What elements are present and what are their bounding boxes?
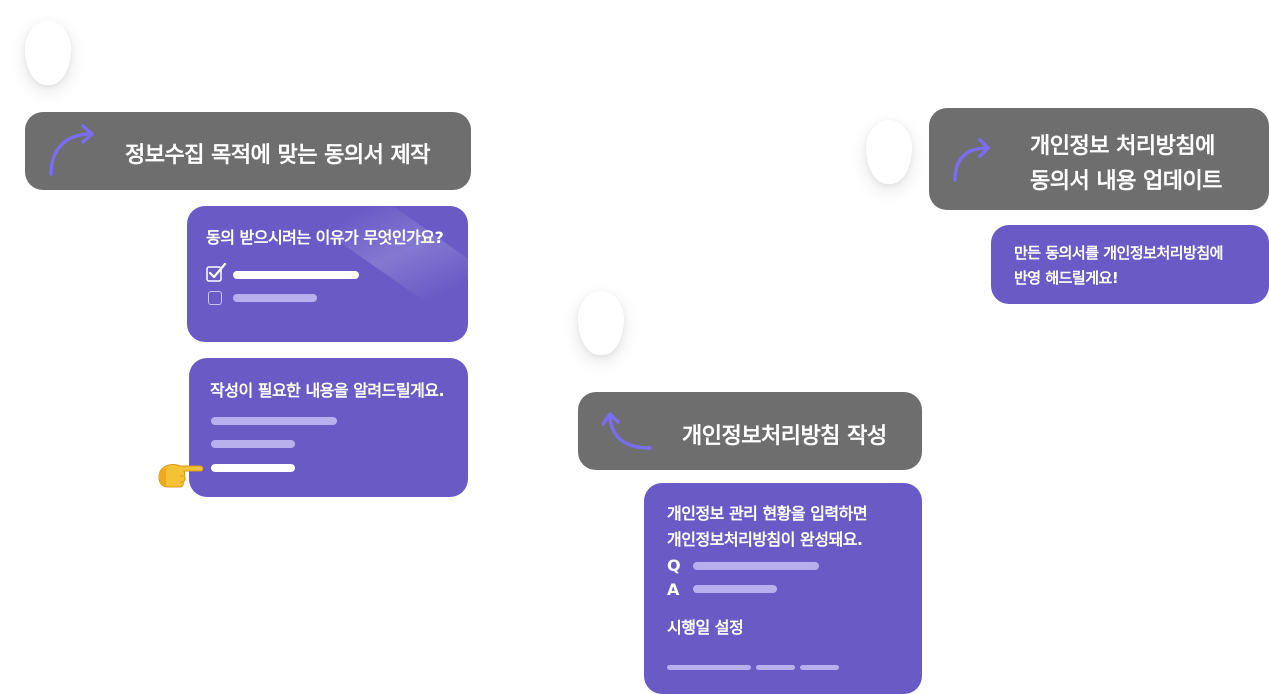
content-guide-card: 작성이 필요한 내용을 알려드릴게요. — [189, 358, 468, 497]
policy-update-card: 개인정보 처리방침에 동의서 내용 업데이트 — [929, 108, 1269, 210]
answer-label: A — [667, 580, 679, 599]
question-bar — [693, 562, 819, 570]
privacy-policy-card: 개인정보처리방침 작성 — [578, 392, 922, 470]
checkbox-empty-icon — [208, 291, 222, 305]
pin-marker-1 — [25, 21, 71, 85]
curved-arrow-icon — [49, 124, 94, 176]
policy-update-title-line1: 개인정보 처리방침에 — [1030, 134, 1215, 159]
question-card: 동의 받으시려는 이유가 무엇인가요? — [187, 206, 468, 342]
answer-bar-1 — [233, 271, 359, 279]
consent-form-title: 정보수집 목적에 맞는 동의서 제작 — [125, 143, 431, 168]
curved-arrow-icon — [602, 412, 652, 450]
content-bar-2 — [211, 440, 295, 448]
reflect-card: 만든 동의서를 개인정보처리방침에 반영 해드릴게요! — [991, 225, 1269, 304]
pointing-hand-icon — [158, 464, 204, 488]
consent-form-card: 정보수집 목적에 맞는 동의서 제작 — [25, 112, 471, 190]
question-text: 동의 받으시려는 이유가 무엇인가요? — [206, 228, 444, 247]
answer-bar-2 — [233, 294, 317, 302]
question-label: Q — [667, 556, 681, 575]
curved-arrow-icon — [953, 138, 990, 182]
pin-marker-2 — [866, 120, 912, 184]
status-text-line2: 개인정보처리방침이 완성돼요. — [667, 530, 863, 549]
date-bar-1 — [667, 665, 751, 670]
pin-marker-3 — [578, 291, 624, 355]
checkbox-checked-icon — [206, 262, 227, 282]
reflect-text-line2: 반영 해드릴게요! — [1014, 269, 1119, 287]
policy-update-title-line2: 동의서 내용 업데이트 — [1030, 169, 1222, 194]
date-bar-3 — [800, 665, 839, 670]
status-text-line1: 개인정보 관리 현황을 입력하면 — [667, 504, 868, 523]
privacy-policy-title: 개인정보처리방침 작성 — [682, 424, 887, 449]
content-guide-text: 작성이 필요한 내용을 알려드릴게요. — [210, 381, 445, 400]
reflect-text-line1: 만든 동의서를 개인정보처리방침에 — [1014, 244, 1223, 262]
content-bar-3 — [211, 464, 295, 472]
status-input-card: 개인정보 관리 현황을 입력하면 개인정보처리방침이 완성돼요. Q A 시행일… — [644, 483, 922, 694]
date-bar-2 — [756, 665, 795, 670]
answer-bar — [693, 585, 777, 593]
content-bar-1 — [211, 417, 337, 425]
effective-date-label: 시행일 설정 — [667, 618, 744, 637]
